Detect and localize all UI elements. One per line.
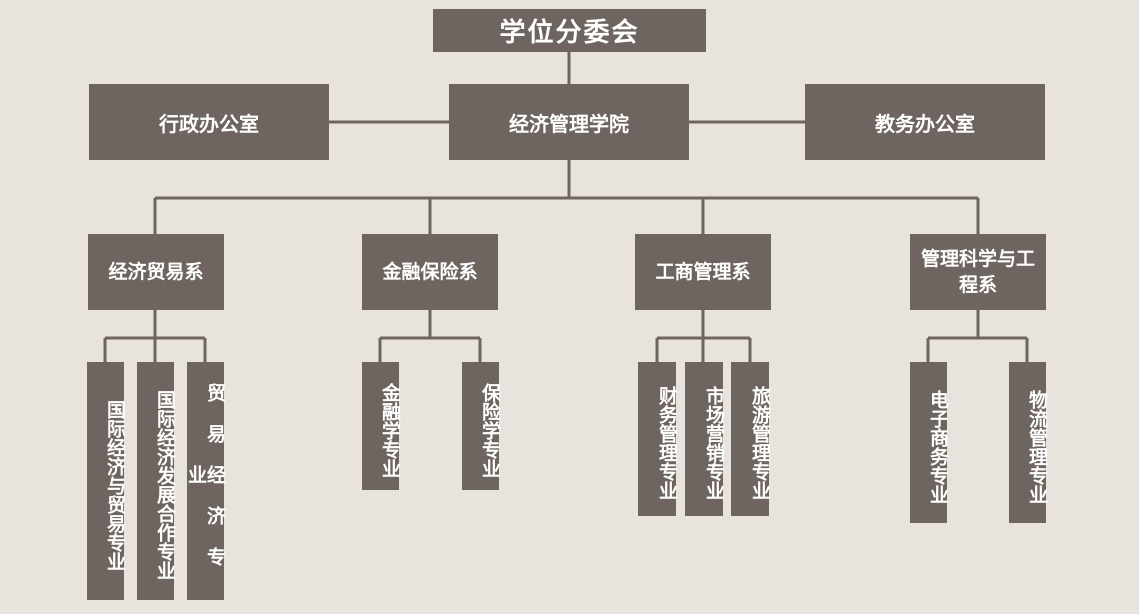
major-box: 电子商务专业 (910, 362, 949, 523)
college-box: 经济管理学院 (449, 84, 689, 160)
left-office-box: 行政办公室 (89, 84, 329, 160)
major-box: 金融学专业 (362, 362, 401, 490)
department-box: 工商管理系 (635, 234, 771, 310)
major-box: 市场营销专业 (685, 362, 725, 516)
department-box: 金融保险系 (362, 234, 498, 310)
major-box: 贸易经济专业 (185, 362, 226, 600)
major-box: 保险学专业 (462, 362, 501, 490)
major-box: 财务管理专业 (638, 362, 678, 516)
department-box: 管理科学与工程系 (910, 234, 1046, 310)
right-office-box: 教务办公室 (805, 84, 1045, 160)
major-box: 国际经济发展合作专业 (137, 362, 176, 600)
top-committee-box: 学位分委会 (433, 9, 706, 52)
major-box: 物流管理专业 (1009, 362, 1048, 523)
major-box: 旅游管理专业 (731, 362, 771, 516)
department-box: 经济贸易系 (88, 234, 224, 310)
major-box: 国际经济与贸易专业 (87, 362, 126, 600)
